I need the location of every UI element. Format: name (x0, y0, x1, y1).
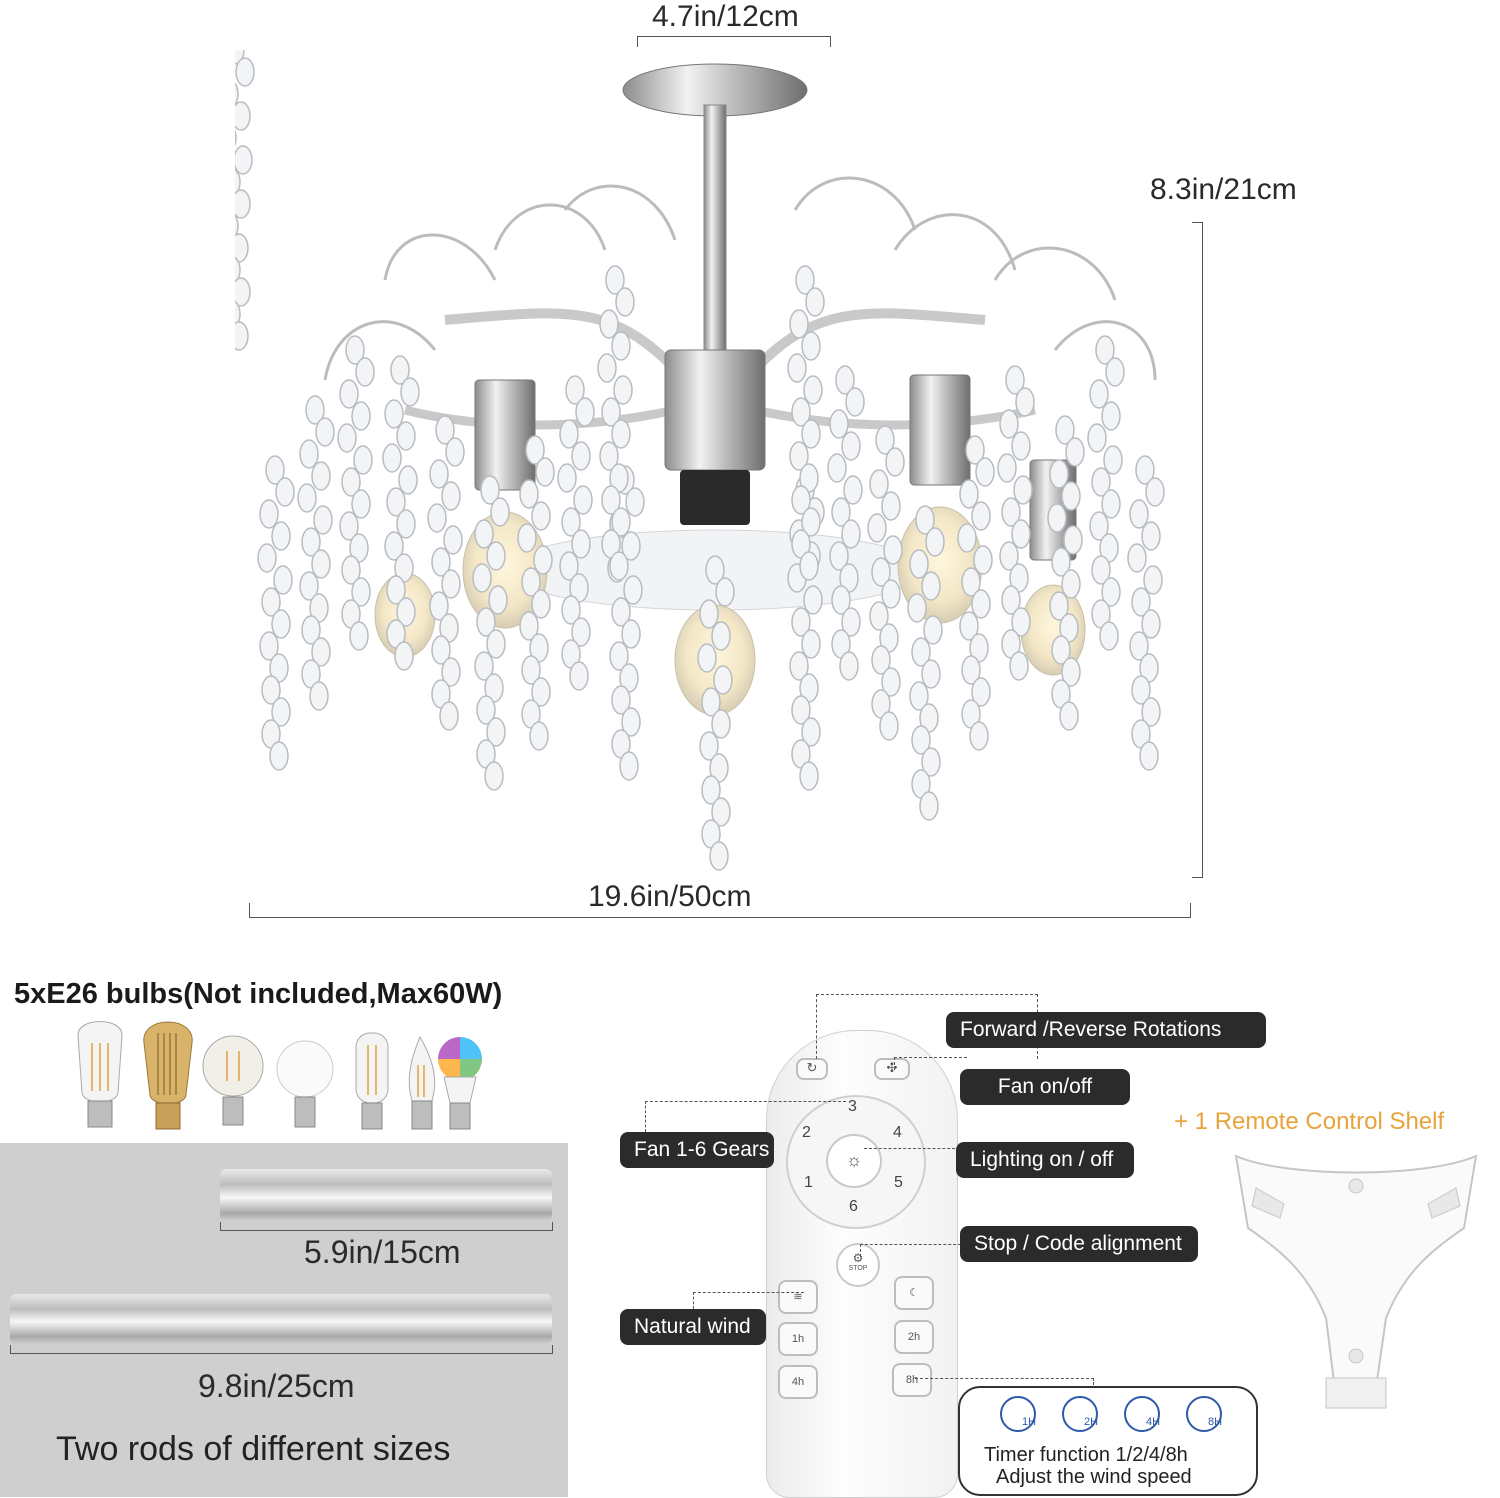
connector-natural-wind (693, 1292, 804, 1309)
bulbs-heading: 5xE26 bulbs(Not included,Max60W) (14, 978, 503, 1010)
callout-fan-on-off: Fan on/off (960, 1069, 1130, 1105)
rod-long-dimension-line (10, 1345, 553, 1354)
socket-left (474, 379, 536, 491)
callout-gears: Fan 1-6 Gears (620, 1132, 774, 1168)
canopy-width-line (637, 36, 831, 47)
timer-text-2: Adjust the wind speed (996, 1466, 1192, 1488)
connector-stop (860, 1244, 961, 1257)
timer-4h-key[interactable]: 4h (778, 1365, 818, 1399)
timer-text-1: Timer function 1/2/4/8h (984, 1444, 1188, 1466)
width-line (249, 903, 1191, 918)
globe-g25-bulb-icon (202, 1035, 264, 1126)
gear-6-key[interactable]: 6 (849, 1198, 858, 1215)
bulb-types-row (77, 1021, 482, 1130)
forward-reverse-key[interactable]: ↻ (796, 1058, 828, 1080)
tubular-t10-bulb-icon (355, 1032, 389, 1130)
natural-wind-key[interactable]: ≋ (778, 1280, 818, 1314)
wind-icon: ≋ (793, 1291, 803, 1303)
fan-icon: ✣ (886, 1060, 898, 1075)
timer-4h-icon-label: 4H (1146, 1416, 1161, 1428)
timer-4h-icon (1124, 1396, 1160, 1432)
moon-icon: ☾ (909, 1287, 919, 1299)
stop-key[interactable]: ⚙ STOP (836, 1243, 880, 1287)
frosted-globe-bulb-icon (276, 1040, 334, 1128)
sleep-mode-key[interactable]: ☾ (894, 1276, 934, 1310)
gear-3-key[interactable]: 3 (848, 1098, 857, 1115)
rotate-icon: ↻ (806, 1060, 818, 1075)
callout-stop: Stop / Code alignment (960, 1226, 1198, 1262)
timer-8h-key[interactable]: 8h (892, 1363, 932, 1397)
vintage-filament-bulb-icon (143, 1021, 193, 1130)
callout-natural-wind: Natural wind (620, 1309, 766, 1345)
light-key[interactable]: ☼ (826, 1134, 882, 1188)
height-label: 8.3in/21cm (1150, 173, 1297, 206)
crystal-strands (235, 50, 1165, 871)
socket-cup-center (680, 470, 750, 525)
connector-lighting (864, 1148, 960, 1150)
canopy-width-label: 4.7in/12cm (652, 0, 799, 33)
arm-far-right (754, 405, 1036, 430)
timer-2h-key[interactable]: 2h (894, 1320, 934, 1354)
shelf-label: + 1 Remote Control Shelf (1174, 1108, 1445, 1135)
arm-left (444, 308, 689, 384)
width-label: 19.6in/50cm (588, 880, 752, 913)
connector-timer (915, 1378, 1094, 1389)
rod-long-length: 9.8in/25cm (198, 1368, 355, 1404)
gear-2-key[interactable]: 2 (802, 1124, 811, 1141)
rod-short-length: 5.9in/15cm (304, 1234, 461, 1270)
gear-4-key[interactable]: 4 (893, 1124, 902, 1141)
timer-2h-icon-label: 2H (1084, 1416, 1099, 1428)
rod-short (220, 1169, 552, 1221)
stop-key-label: STOP (848, 1265, 868, 1272)
timer-1h-icon (1000, 1396, 1036, 1432)
rods-caption: Two rods of different sizes (56, 1430, 451, 1468)
timer-2h-icon (1062, 1396, 1098, 1432)
callout-lighting: Lighting on / off (956, 1142, 1134, 1178)
timer-info-box: 1H 2H 4H 8H Timer function 1/2/4/8h Adju… (958, 1386, 1258, 1496)
edison-st64-bulb-icon (77, 1021, 123, 1128)
connector-gears (645, 1101, 846, 1132)
rod-short-dimension-line (220, 1222, 553, 1231)
height-line (1192, 222, 1203, 878)
timer-1h-key[interactable]: 1h (778, 1322, 818, 1356)
fan-power-key[interactable]: ✣ (874, 1058, 910, 1080)
arm-far-left (403, 405, 676, 430)
remote-shelf-illustration (1234, 1154, 1478, 1409)
timer-1h-icon-label: 1H (1022, 1416, 1037, 1428)
arm-right (741, 308, 986, 384)
candle-flame-tip-bulb-icon (408, 1035, 436, 1130)
rgb-smart-bulb-icon (438, 1037, 482, 1130)
socket-right (909, 374, 971, 486)
connector-fan-power (894, 1057, 967, 1070)
chandelier-illustration (235, 50, 1165, 871)
downrod (703, 104, 727, 366)
lamp-icon: ☼ (845, 1150, 863, 1170)
callout-forward-reverse: Forward /Reverse Rotations (946, 1012, 1266, 1048)
timer-icons-row: 1H 2H 4H 8H (1000, 1396, 1223, 1436)
gear-5-key[interactable]: 5 (894, 1174, 903, 1191)
gear-1-key[interactable]: 1 (804, 1174, 813, 1191)
timer-8h-icon-label: 8H (1208, 1416, 1223, 1428)
timer-8h-icon (1186, 1396, 1222, 1432)
stop-icon: ⚙ (852, 1251, 864, 1265)
motor-housing (664, 349, 766, 471)
rod-long (10, 1294, 552, 1344)
